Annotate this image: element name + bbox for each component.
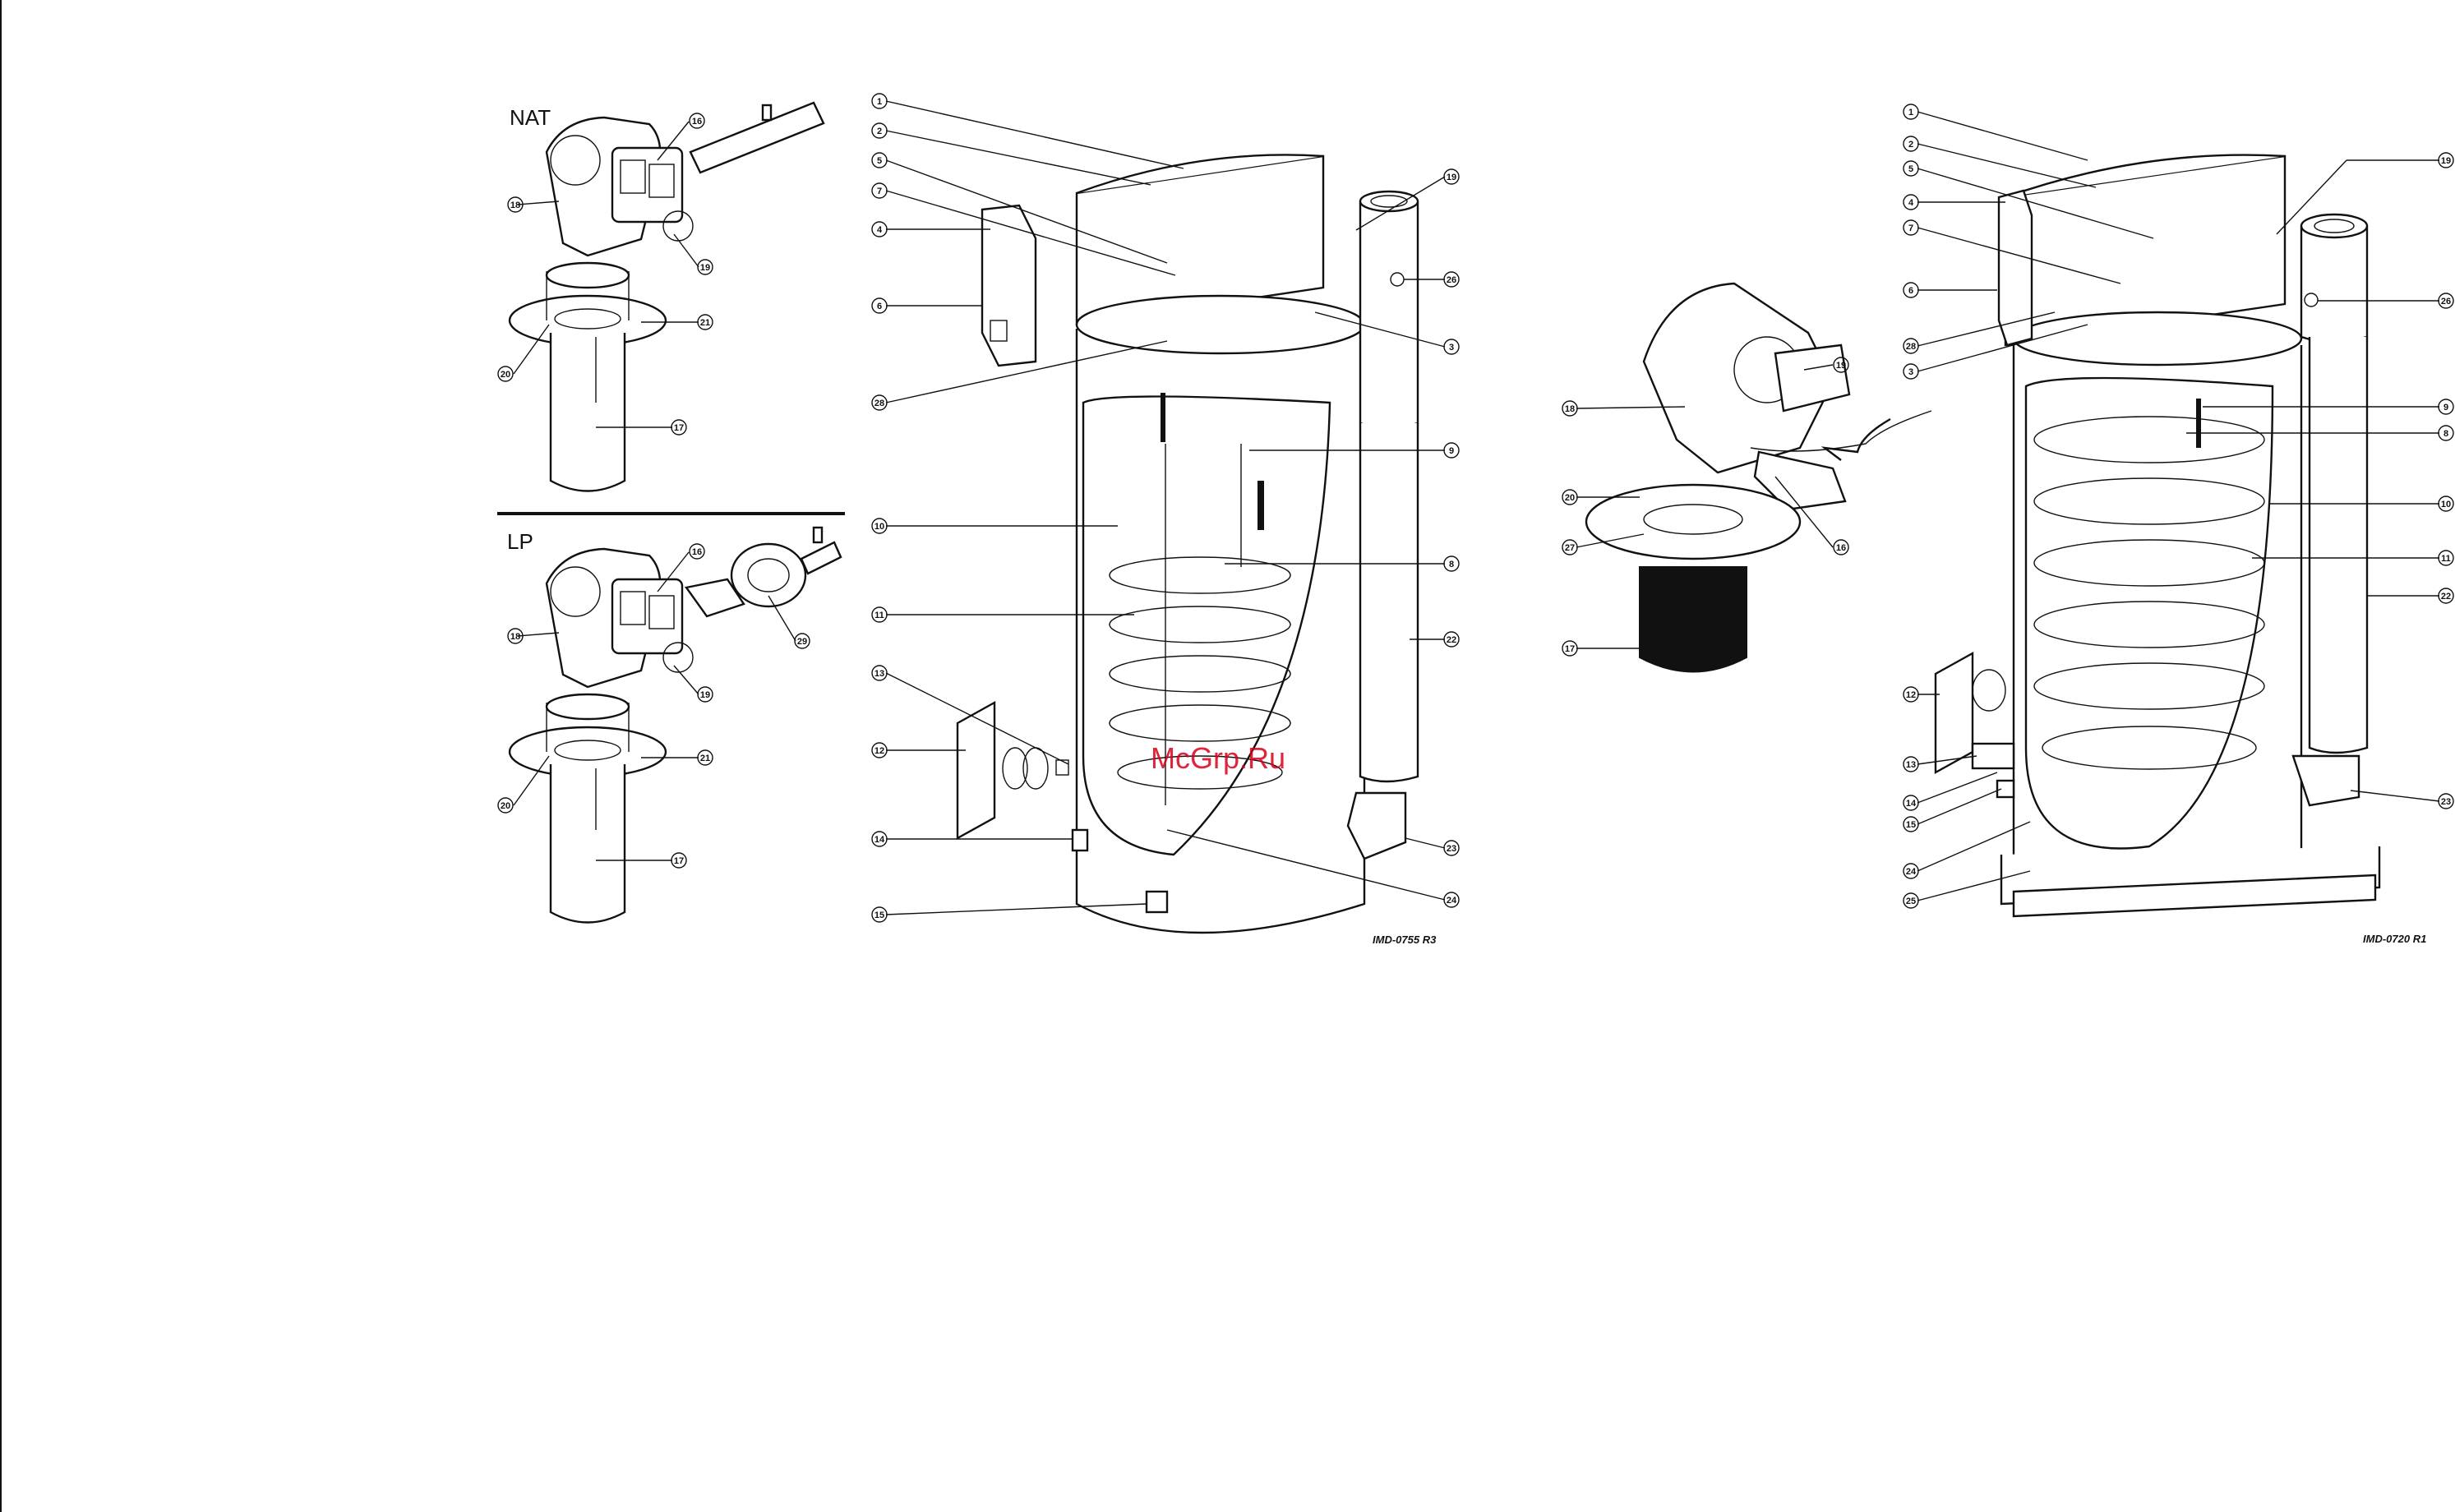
callout: 9 bbox=[2443, 403, 2448, 413]
callout: 28 bbox=[1906, 342, 1916, 352]
callout: 28 bbox=[874, 399, 884, 408]
callout: 19 bbox=[2441, 156, 2451, 166]
callout: 25 bbox=[1906, 897, 1916, 906]
callout: 4 bbox=[877, 225, 883, 235]
reference-code: IMD-0720 R1 bbox=[2363, 933, 2426, 945]
callout: 18 bbox=[1565, 404, 1575, 414]
callout: 24 bbox=[1906, 867, 1917, 877]
callout: 13 bbox=[874, 669, 884, 679]
callout: 21 bbox=[700, 754, 710, 763]
callout: 20 bbox=[501, 370, 510, 380]
callout: 14 bbox=[874, 835, 885, 845]
callout: 17 bbox=[674, 856, 684, 866]
callout: 7 bbox=[877, 187, 882, 196]
callout: 11 bbox=[874, 611, 884, 620]
callout: 5 bbox=[1908, 164, 1913, 174]
callout: 1 bbox=[877, 97, 882, 107]
callout: 8 bbox=[2443, 429, 2448, 439]
callout: 22 bbox=[2441, 592, 2451, 602]
callout: 27 bbox=[1565, 543, 1575, 553]
callout: 9 bbox=[1449, 446, 1454, 456]
callout: 15 bbox=[1906, 820, 1916, 830]
callout: 20 bbox=[501, 801, 510, 811]
callout: 6 bbox=[877, 302, 882, 311]
watermark: McGrp.Ru bbox=[1151, 741, 1285, 775]
callout: 2 bbox=[1908, 140, 1913, 150]
callout: 18 bbox=[510, 201, 520, 210]
callout: 3 bbox=[1908, 367, 1913, 377]
callout: 12 bbox=[874, 746, 884, 756]
callout: 19 bbox=[1447, 173, 1456, 182]
callout: 29 bbox=[797, 637, 807, 647]
callout: 19 bbox=[1836, 361, 1846, 371]
callout: 24 bbox=[1447, 896, 1457, 906]
callout: 14 bbox=[1906, 799, 1917, 809]
callout: 5 bbox=[877, 156, 882, 166]
callout: 26 bbox=[2441, 297, 2451, 307]
callout: 4 bbox=[1908, 198, 1914, 208]
callout: 7 bbox=[1908, 224, 1913, 233]
callout: 23 bbox=[2441, 797, 2451, 807]
callout: 6 bbox=[1908, 286, 1913, 296]
callout: 17 bbox=[1565, 644, 1575, 654]
callout: 2 bbox=[877, 127, 882, 136]
callout: 1 bbox=[1908, 108, 1913, 118]
callout: 20 bbox=[1565, 493, 1575, 503]
reference-code: IMD-0755 R3 bbox=[1373, 933, 1437, 946]
callout: 21 bbox=[700, 318, 710, 328]
callout: 19 bbox=[700, 263, 710, 273]
nat-title: NAT bbox=[510, 105, 551, 130]
callout: 16 bbox=[692, 117, 702, 127]
callout: 26 bbox=[1447, 275, 1456, 285]
lp-title: LP bbox=[507, 529, 533, 554]
callout: 10 bbox=[2441, 500, 2451, 509]
callout: 12 bbox=[1906, 690, 1916, 700]
callout: 11 bbox=[2441, 554, 2451, 564]
nat-burner-assembly: NAT bbox=[510, 103, 824, 491]
callout: 13 bbox=[1906, 760, 1916, 770]
callout: 17 bbox=[674, 423, 684, 433]
callout: 15 bbox=[874, 910, 884, 920]
callout: 10 bbox=[874, 522, 884, 532]
callout: 18 bbox=[510, 632, 520, 642]
right-heater-cutaway: IMD-0720 R1 bbox=[1586, 155, 2426, 945]
callout: 23 bbox=[1447, 844, 1456, 854]
callout: 19 bbox=[700, 690, 710, 700]
callout: 16 bbox=[1836, 543, 1846, 553]
callout: 22 bbox=[1447, 635, 1456, 645]
callout: 3 bbox=[1449, 343, 1454, 353]
middle-heater-cutaway: IMD-0755 R3 bbox=[958, 154, 1437, 946]
callout: 8 bbox=[1449, 560, 1454, 569]
callout: 16 bbox=[692, 547, 702, 557]
